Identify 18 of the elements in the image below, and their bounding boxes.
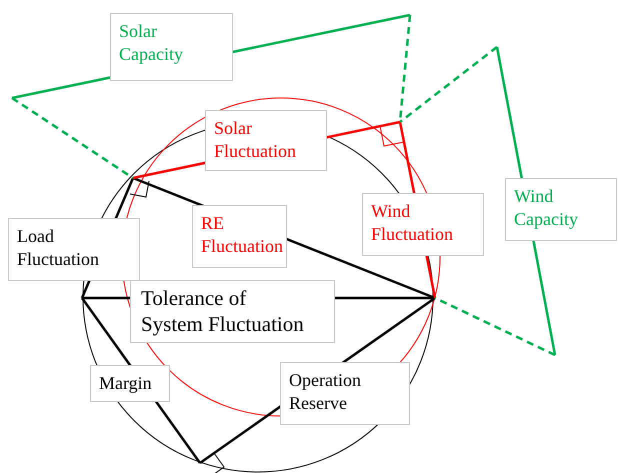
label-box <box>362 193 484 256</box>
label-text: Load Fluctuation <box>17 225 100 272</box>
label-box <box>8 218 140 281</box>
label-text: Margin <box>99 372 153 395</box>
label-text: Tolerance of System Fluctuation <box>141 285 305 338</box>
label-box <box>110 13 233 81</box>
label-box <box>505 178 617 241</box>
label-box <box>192 205 287 268</box>
label-box <box>90 365 170 402</box>
label-box <box>205 110 327 171</box>
label-text: Wind Fluctuation <box>371 200 454 246</box>
label-text: RE Fluctuation <box>201 212 281 258</box>
label-box <box>130 280 335 342</box>
label-text: Wind Capacity <box>514 185 579 232</box>
label-text: Operation Reserve <box>289 369 362 416</box>
label-text: Solar Fluctuation <box>214 117 297 164</box>
label-box <box>280 362 410 425</box>
label-text: Solar Capacity <box>119 20 184 66</box>
